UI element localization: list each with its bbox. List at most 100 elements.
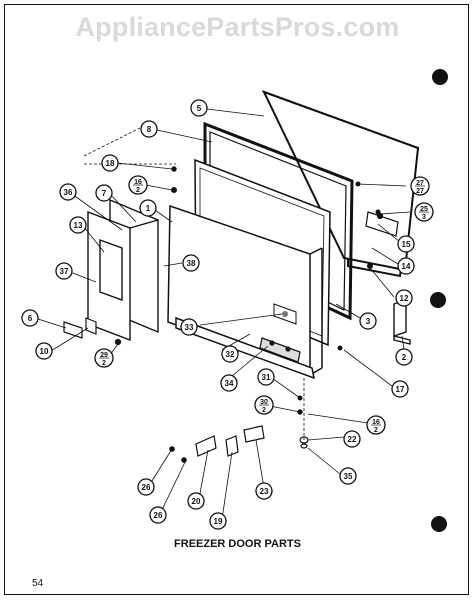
callout-20: 20 <box>187 492 205 510</box>
callout-32: 32 <box>221 345 239 363</box>
leader-lines <box>37 108 411 520</box>
callout-19: 19 <box>209 512 227 530</box>
callout-circle <box>209 512 227 530</box>
callout-circle <box>35 342 53 360</box>
callout-denominator: 2 <box>374 427 378 434</box>
callout-label: 1 <box>146 204 151 213</box>
handle-bracket <box>259 337 301 363</box>
callout-circle <box>221 345 239 363</box>
callout-label: 32 <box>226 350 235 359</box>
small-screws <box>171 166 381 415</box>
callout-33: 33 <box>180 318 198 336</box>
callout-label: 23 <box>260 487 269 496</box>
callout-label: 17 <box>396 385 405 394</box>
callout-label: 26 <box>154 511 163 520</box>
bottom-trim <box>175 316 315 380</box>
callout-label: 2 <box>402 353 407 362</box>
callout-35: 35 <box>339 467 357 485</box>
label-plate <box>273 303 297 325</box>
callout-label: 14 <box>402 262 411 271</box>
left-small-parts <box>63 317 122 346</box>
callout-17: 17 <box>391 380 409 398</box>
callout-label: 18 <box>106 159 115 168</box>
callout-label: 6 <box>28 314 33 323</box>
callout-8: 8 <box>140 120 158 138</box>
callout-circle <box>395 289 413 307</box>
callout-numerator: 25 <box>420 206 428 213</box>
callout-label: 8 <box>147 125 152 134</box>
callout-label: 13 <box>74 221 83 230</box>
callout-circle <box>255 482 273 500</box>
callout-38: 38 <box>182 254 200 272</box>
callout-circle <box>395 348 413 366</box>
callout-circle <box>187 492 205 510</box>
bottom-hinge-parts <box>169 425 309 463</box>
callout-23: 23 <box>255 482 273 500</box>
callout-denominator: 2 <box>262 407 266 414</box>
callout-label: 12 <box>400 294 409 303</box>
callout-12: 12 <box>395 289 413 307</box>
callout-1: 1 <box>139 199 157 217</box>
callout-circle <box>397 257 415 275</box>
callout-10: 10 <box>35 342 53 360</box>
callout-label: 22 <box>348 435 357 444</box>
callout-denominator: 2 <box>136 187 140 194</box>
callout-label: 15 <box>402 240 411 249</box>
callout-36: 36 <box>59 183 77 201</box>
callout-16-2-top: 162 <box>128 175 148 195</box>
callout-31: 31 <box>257 368 275 386</box>
callout-numerator: 16 <box>372 419 380 426</box>
callout-label: 31 <box>262 373 271 382</box>
callout-circle <box>359 312 377 330</box>
callout-circle <box>137 478 155 496</box>
callout-circle <box>21 309 39 327</box>
callout-label: 26 <box>142 483 151 492</box>
callout-label: 33 <box>185 323 194 332</box>
callout-circle <box>220 374 238 392</box>
callout-label: 35 <box>344 472 353 481</box>
binder-hole-bottom <box>431 516 447 532</box>
callout-37: 37 <box>55 262 73 280</box>
callout-circle <box>101 154 119 172</box>
callout-circle <box>149 506 167 524</box>
callout-circle <box>343 430 361 448</box>
callout-label: 5 <box>197 104 202 113</box>
diagram-caption: FREEZER DOOR PARTS <box>174 538 301 550</box>
binder-hole-middle <box>430 292 446 308</box>
callout-circle <box>391 380 409 398</box>
callout-circle <box>69 216 87 234</box>
callout-29-2: 292 <box>94 348 114 368</box>
callout-circle <box>257 368 275 386</box>
callout-circle <box>339 467 357 485</box>
callout-6: 6 <box>21 309 39 327</box>
callout-30-2: 302 <box>254 395 274 415</box>
callout-circle <box>190 99 208 117</box>
callout-16-2-bottom: 162 <box>366 415 386 435</box>
page-number: 54 <box>32 578 44 589</box>
callout-3: 3 <box>359 312 377 330</box>
callout-circle <box>182 254 200 272</box>
callout-circle <box>397 235 415 253</box>
callout-circle <box>55 262 73 280</box>
callout-26-a: 26 <box>137 478 155 496</box>
callout-label: 20 <box>192 497 201 506</box>
callout-denominator: 27 <box>416 188 424 195</box>
callout-denominator: 2 <box>102 360 106 367</box>
callout-numerator: 30 <box>260 399 268 406</box>
callout-14: 14 <box>397 257 415 275</box>
callout-18: 18 <box>101 154 119 172</box>
callout-2: 2 <box>395 348 413 366</box>
page-border <box>4 4 469 595</box>
callout-26-b: 26 <box>149 506 167 524</box>
callout-7: 7 <box>95 184 113 202</box>
callout-34: 34 <box>220 374 238 392</box>
callout-22: 22 <box>343 430 361 448</box>
callout-numerator: 16 <box>134 179 142 186</box>
callout-label: 38 <box>187 259 196 268</box>
callout-label: 7 <box>102 189 107 198</box>
callout-label: 3 <box>366 317 371 326</box>
